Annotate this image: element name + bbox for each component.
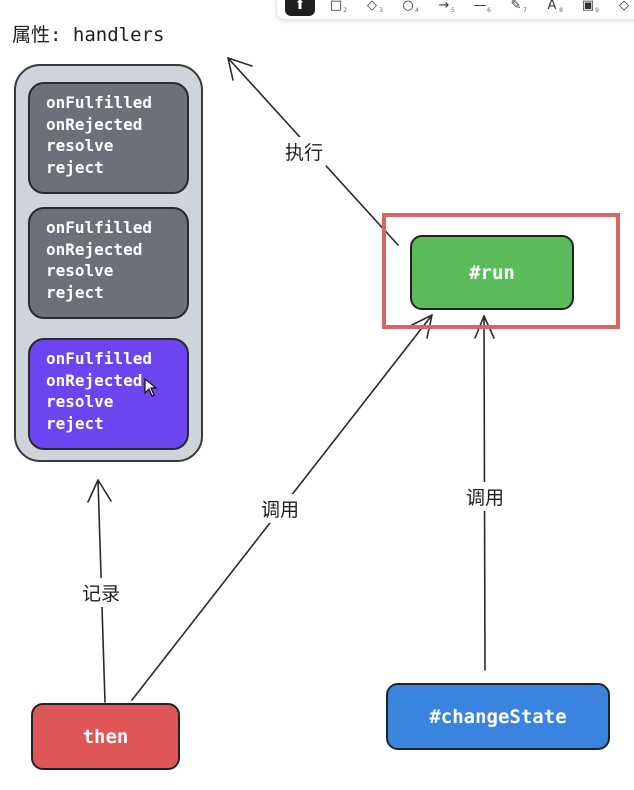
handler-field: onRejected [46,370,143,390]
eraser-icon[interactable]: ◇ [619,0,629,13]
handler-field: onRejected [46,114,143,134]
then-node[interactable]: then [31,703,180,770]
edge-label-call-then: 调用 [258,494,303,523]
handler-field: resolve [46,261,114,280]
selection-icon[interactable]: ⬆ [285,0,315,16]
arrowhead-execute [227,57,253,81]
handler-item-selected[interactable]: onFulfilled onRejected resolve reject [28,338,189,450]
edge-label-record: 记录 [79,578,124,607]
handler-item[interactable]: onFulfilled onRejected resolve reject [28,82,189,194]
ellipse-icon[interactable]: ○4 [402,0,419,14]
rectangle-icon[interactable]: □2 [329,0,347,14]
image-icon[interactable]: ▣9 [581,0,599,14]
mouse-cursor-icon [144,378,158,397]
handler-field: onRejected [46,239,143,259]
run-highlight-frame [382,213,620,329]
handler-field: reject [46,157,104,177]
change-state-node[interactable]: #changeState [386,683,610,750]
handler-field: resolve [46,392,114,411]
handler-field: onFulfilled [46,93,152,112]
arrow-icon[interactable]: →5 [438,0,455,14]
edge-label-execute: 执行 [282,137,327,166]
handler-field: onFulfilled [46,349,152,368]
edge-label-call-change-state: 调用 [463,482,508,511]
handler-field: onFulfilled [46,218,152,237]
handler-item[interactable]: onFulfilled onRejected resolve reject [28,207,189,319]
arrowhead-record [87,479,112,503]
handler-field: reject [46,413,104,433]
diamond-icon[interactable]: ◇3 [367,0,383,14]
handler-field: reject [46,282,104,302]
handler-field: resolve [46,136,114,155]
handlers-property-label: 属性: handlers [12,24,165,46]
pencil-icon[interactable]: ✎7 [510,0,527,14]
line-icon[interactable]: —6 [473,0,492,14]
run-node[interactable]: #run [410,235,574,310]
